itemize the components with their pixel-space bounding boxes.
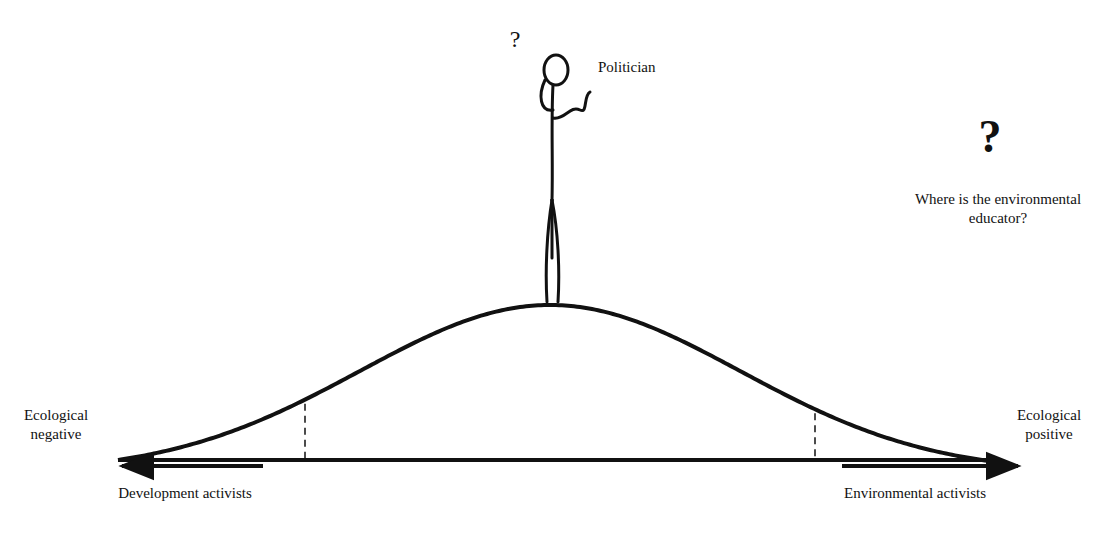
question-mark: ? <box>500 24 530 54</box>
group-label: Development activists <box>105 484 265 503</box>
note: Where is the environmental educator? <box>898 190 1098 228</box>
group-label: Environmental activists <box>830 484 1000 503</box>
baseline <box>118 458 995 462</box>
bell-curve <box>118 305 995 462</box>
dashed-marker <box>814 413 816 460</box>
axis-end-label: Ecological positive <box>1000 406 1098 444</box>
left-arrow <box>122 464 263 468</box>
axis-end-label: Ecological negative <box>4 406 108 444</box>
question-mark: ? <box>960 108 1020 166</box>
politician-figure <box>541 55 590 302</box>
dashed-marker <box>304 404 306 460</box>
figure-label: Politician <box>598 58 698 77</box>
right-arrow <box>842 464 1018 468</box>
